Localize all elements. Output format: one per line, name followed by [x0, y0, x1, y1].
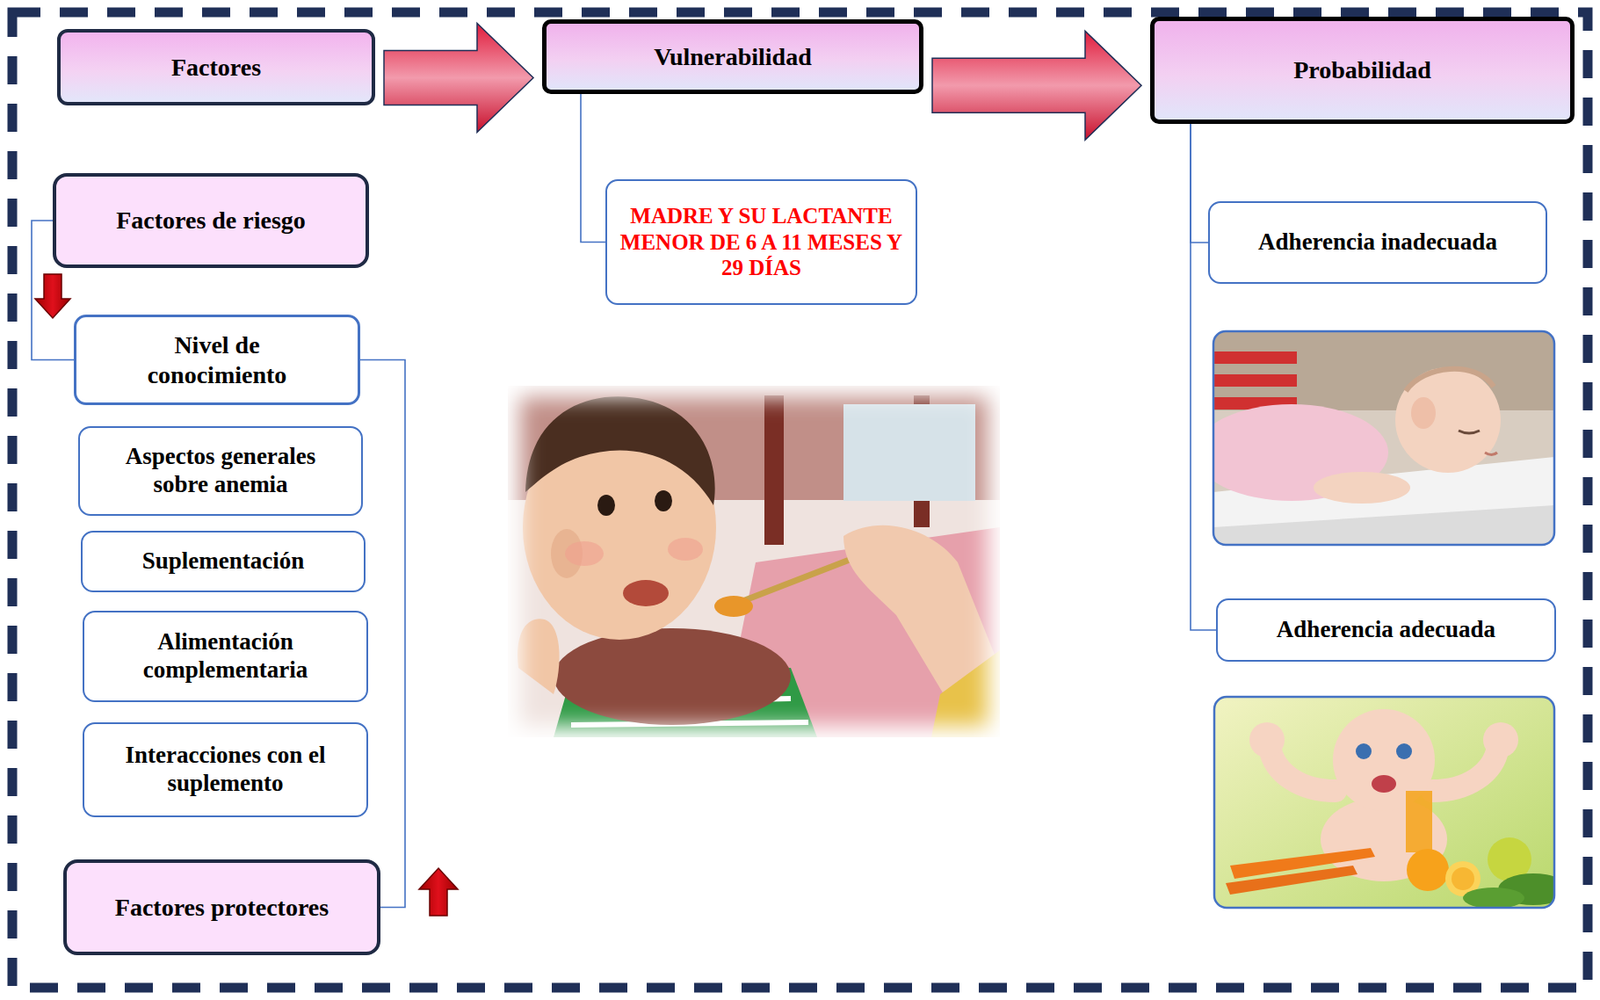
node-label: Vulnerabilidad [653, 42, 811, 72]
feeding-photo [667, 537, 703, 561]
factor-header: Factores de riesgo [52, 173, 370, 268]
sleeping-baby-photo [1395, 367, 1501, 473]
feeding-photo [517, 618, 560, 695]
feeding-photo [597, 494, 616, 516]
population-box: MADRE Y SU LACTANTE MENOR DE 6 A 11 MESE… [605, 179, 918, 305]
strong-baby-photo [1269, 746, 1336, 791]
dimension-box: Alimentación complementaria [82, 610, 369, 703]
block-arrow [383, 23, 534, 133]
connector-line [1190, 123, 1209, 243]
strong-baby-photo [1405, 790, 1433, 853]
strong-baby-photo [1355, 743, 1372, 760]
sleeping-baby-photo [1458, 430, 1480, 434]
strong-baby-photo [1451, 867, 1475, 891]
feeding-photo [525, 396, 716, 506]
feeding-photo [764, 395, 784, 545]
strong-baby-photo [1483, 722, 1519, 758]
node-label: Adherencia adecuada [1276, 615, 1496, 645]
node-label: Suplementación [142, 547, 305, 576]
stage-header: Vulnerabilidad [542, 19, 924, 95]
block-arrow [932, 30, 1142, 140]
sleeping-baby-photo [1411, 397, 1436, 429]
strong-baby-photo [1214, 696, 1555, 908]
down-arrow-symbol [35, 274, 71, 319]
factor-header: Factores protectores [63, 859, 381, 956]
category-header: Factores [57, 28, 376, 106]
dimension-box: Suplementación [80, 530, 366, 593]
sleeping-baby-photo [1213, 505, 1555, 545]
sleeping-baby-photo [1213, 374, 1297, 387]
feeding-photo [507, 385, 1000, 738]
sleeping-baby-photo [1213, 351, 1297, 364]
strong-baby-photo [1214, 696, 1555, 908]
strong-baby-photo [1371, 774, 1397, 793]
node-label: Factores protectores [115, 892, 329, 922]
node-label: Adherencia inadecuada [1258, 228, 1498, 257]
strong-baby-photo [1406, 848, 1449, 891]
node-label: Probabilidad [1293, 55, 1432, 85]
sleeping-baby-photo [1405, 369, 1494, 391]
dashed-frame [12, 12, 1588, 988]
sleeping-baby-photo [1484, 452, 1498, 456]
feeding-photo [654, 490, 673, 512]
sleeping-baby-photo [1313, 471, 1411, 504]
connector-line [1190, 123, 1217, 630]
strong-baby-photo [1396, 743, 1412, 760]
up-arrow-symbol [419, 868, 458, 916]
sleeping-baby-photo [1194, 331, 1555, 545]
sleeping-baby-photo [1213, 331, 1555, 545]
strong-baby-photo [1249, 722, 1285, 758]
feeding-photo [843, 404, 976, 501]
dimension-box: Aspectos generales sobre anemia [78, 426, 363, 516]
strong-baby-photo [1214, 696, 1569, 909]
strong-baby-photo [1214, 696, 1555, 908]
factor-box: Nivel de conocimiento [73, 314, 361, 406]
node-label: Factores [171, 52, 261, 82]
feeding-photo [931, 650, 1000, 738]
node-label: Alimentación complementaria [98, 628, 354, 685]
strong-baby-photo [1225, 865, 1358, 895]
strong-baby-photo [1462, 887, 1525, 908]
node-label: MADRE Y SU LACTANTE MENOR DE 6 A 11 MESE… [614, 202, 909, 282]
sleeping-baby-photo [1213, 331, 1555, 411]
outcome-box: Adherencia adecuada [1216, 598, 1557, 662]
strong-baby-photo [1432, 746, 1499, 791]
dimension-box: Interacciones con el suplemento [82, 722, 369, 818]
connector-line [580, 94, 606, 243]
feeding-photo [553, 628, 791, 725]
stage-header: Probabilidad [1150, 16, 1575, 124]
node-label: Factores de riesgo [115, 205, 306, 235]
feeding-photo [622, 579, 669, 607]
feeding-photo [564, 541, 604, 566]
node-label: Aspectos generales sobre anemia [97, 442, 344, 500]
feeding-photo [507, 385, 1000, 738]
node-label: Nivel de conocimiento [120, 330, 314, 389]
node-label: Interacciones con el suplemento [98, 741, 354, 798]
outcome-box: Adherencia inadecuada [1208, 201, 1548, 284]
feeding-photo [714, 595, 753, 617]
sleeping-baby-photo [1213, 331, 1555, 545]
